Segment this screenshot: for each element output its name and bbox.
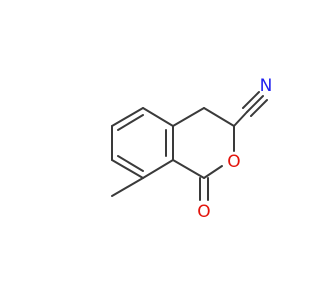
bond-c7-c8a	[142, 159, 174, 179]
bond-c4a-c4	[172, 107, 205, 127]
molecule-structure: N O O	[111, 76, 272, 222]
bond-c6-c7	[111, 159, 144, 179]
bond-methyl	[111, 177, 144, 197]
bond-c3-cn	[233, 111, 248, 127]
atom-label-o-carbonyl: O	[197, 202, 210, 222]
bond-c1-c8a	[172, 159, 205, 179]
bonds	[111, 91, 268, 201]
bond-c8a-c8	[142, 107, 174, 127]
bond-c4a-c5	[111, 107, 144, 127]
bond-c4-c3	[203, 107, 235, 127]
bond-triple-2	[246, 95, 264, 113]
bond-o2-c1	[203, 165, 223, 179]
bond-aromatic-inner-2	[117, 155, 144, 172]
bond-aromatic-inner-1	[117, 114, 144, 131]
atom-label-n: N	[260, 76, 273, 96]
bond-triple-3	[250, 99, 268, 117]
bond-triple-1	[242, 91, 260, 109]
atom-label-o-ring: O	[227, 152, 240, 172]
atom-labels: N O O	[197, 76, 272, 222]
